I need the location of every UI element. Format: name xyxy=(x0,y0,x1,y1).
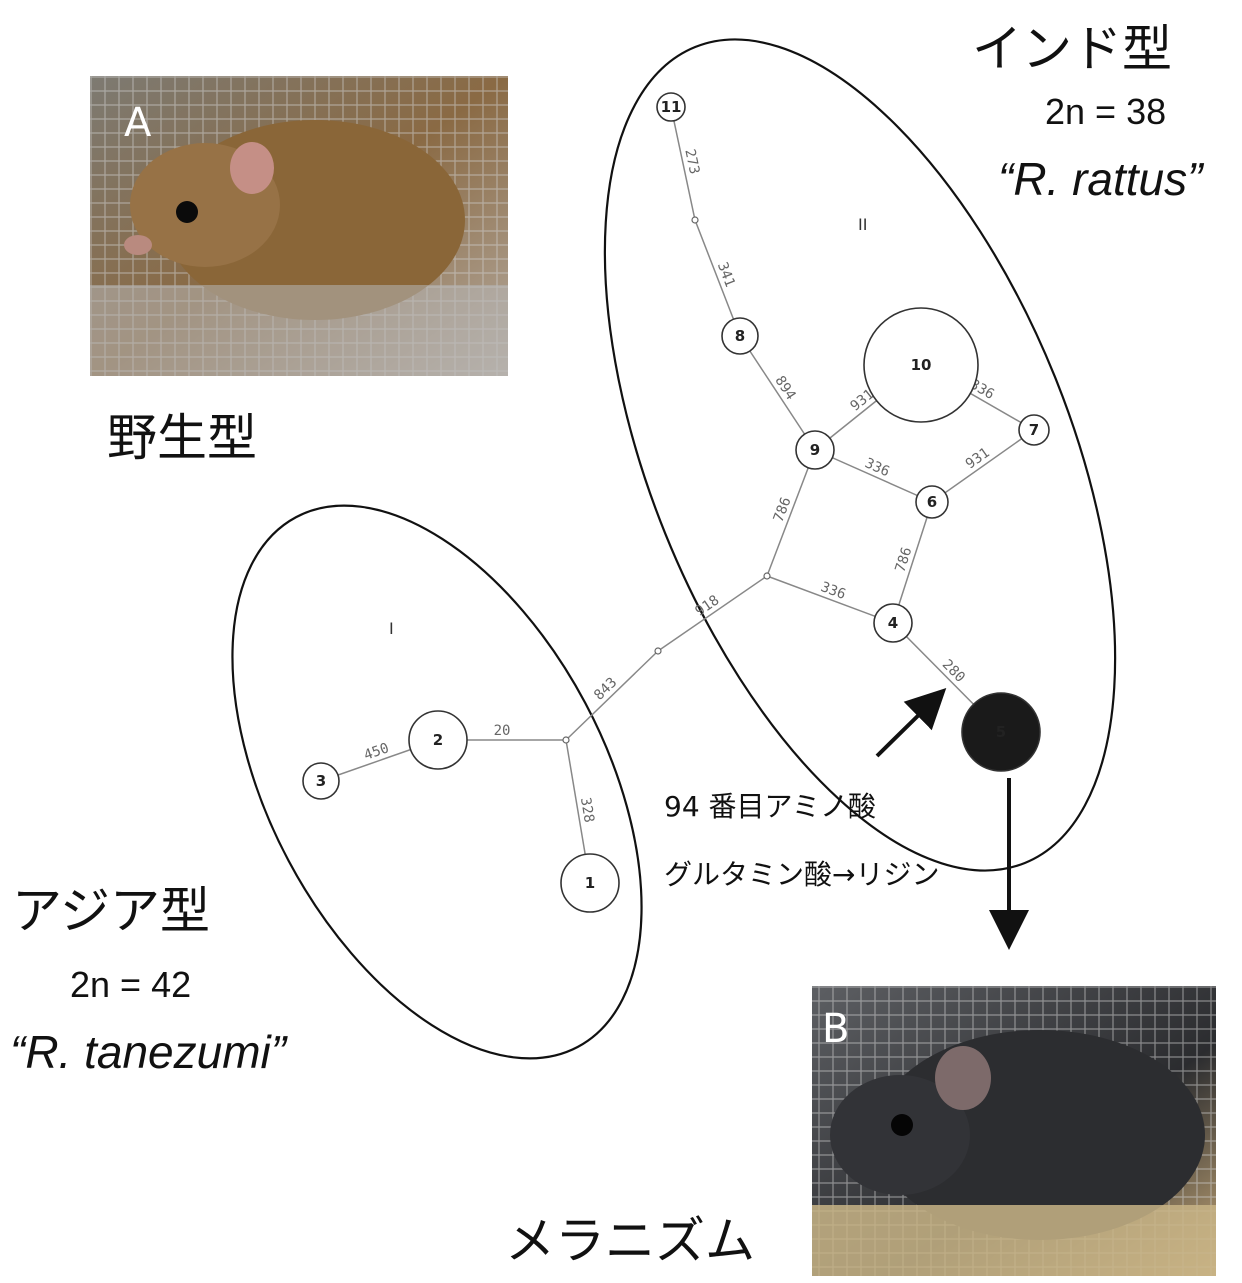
edge-label: 341 xyxy=(714,260,738,289)
edge-label: 450 xyxy=(362,740,391,763)
photo-wild-type: A xyxy=(90,76,508,376)
haplotype-label: 1 xyxy=(585,874,595,892)
haplotype-label: 6 xyxy=(927,493,937,511)
edge-label: 280 xyxy=(939,657,968,686)
edge-label: 918 xyxy=(692,592,722,620)
asia-karyotype: 2n = 42 xyxy=(70,964,191,1005)
mutation-change-label: グルタミン酸→リジン xyxy=(664,858,939,891)
photo-melanism: B xyxy=(812,986,1216,1276)
haplotype-label: 10 xyxy=(911,356,932,374)
melanism-caption: メラニズム xyxy=(505,1212,755,1270)
haplotype-label: 8 xyxy=(735,327,745,345)
photo-b-letter: B xyxy=(822,1006,849,1052)
network-edge xyxy=(658,576,767,651)
haplotype-label: 2 xyxy=(433,731,443,749)
haplotype-label: 3 xyxy=(316,772,326,790)
asia-species: “R. tanezumi” xyxy=(10,1026,289,1078)
haplotype-node-11: 11 xyxy=(657,93,685,121)
mutation-position-label: 94 番目アミノ酸 xyxy=(664,790,876,823)
haplotype-node-7: 7 xyxy=(1019,415,1049,445)
edge-label: 894 xyxy=(771,373,798,403)
edge-label: 786 xyxy=(771,495,795,524)
haplotype-label: 5 xyxy=(996,723,1006,741)
edge-label: 20 xyxy=(494,723,511,739)
haplotype-label: 7 xyxy=(1029,421,1039,439)
median-vector-node xyxy=(655,648,661,654)
haplotype-label: 4 xyxy=(888,614,898,632)
india-karyotype: 2n = 38 xyxy=(1045,91,1166,132)
mutation-arrow xyxy=(877,702,932,756)
network-edge xyxy=(566,651,658,740)
haplotype-node-5: 5 xyxy=(962,693,1040,771)
haplotype-label: 11 xyxy=(661,98,682,116)
haplotype-node-6: 6 xyxy=(916,486,948,518)
haplotype-node-2: 2 xyxy=(409,711,467,769)
wild-type-caption: 野生型 xyxy=(107,409,257,467)
edge-label: 786 xyxy=(892,545,915,574)
cluster-label-ii: II xyxy=(858,215,867,234)
haplotype-node-3: 3 xyxy=(303,763,339,799)
haplotype-label: 9 xyxy=(810,441,820,459)
edge-label: 336 xyxy=(862,455,892,480)
network-edge xyxy=(932,430,1034,502)
haplotype-node-4: 4 xyxy=(874,604,912,642)
median-vector-node xyxy=(692,217,698,223)
edge-label: 843 xyxy=(591,674,620,703)
edge-label: 931 xyxy=(963,445,993,473)
photo-a-letter: A xyxy=(124,100,152,146)
median-vector-node xyxy=(563,737,569,743)
haplotype-node-10: 10 xyxy=(864,308,978,422)
india-type-title: インド型 xyxy=(972,20,1172,78)
cluster-label-i: I xyxy=(389,619,394,638)
median-vector-node xyxy=(764,573,770,579)
haplotype-node-9: 9 xyxy=(796,431,834,469)
asia-cluster-outline xyxy=(148,438,726,1126)
haplotype-node-1: 1 xyxy=(561,854,619,912)
haplotype-node-8: 8 xyxy=(722,318,758,354)
edge-label: 336 xyxy=(818,579,847,603)
india-species: “R. rattus” xyxy=(998,153,1205,205)
asia-type-title: アジア型 xyxy=(12,882,210,940)
network-edge xyxy=(740,336,815,450)
